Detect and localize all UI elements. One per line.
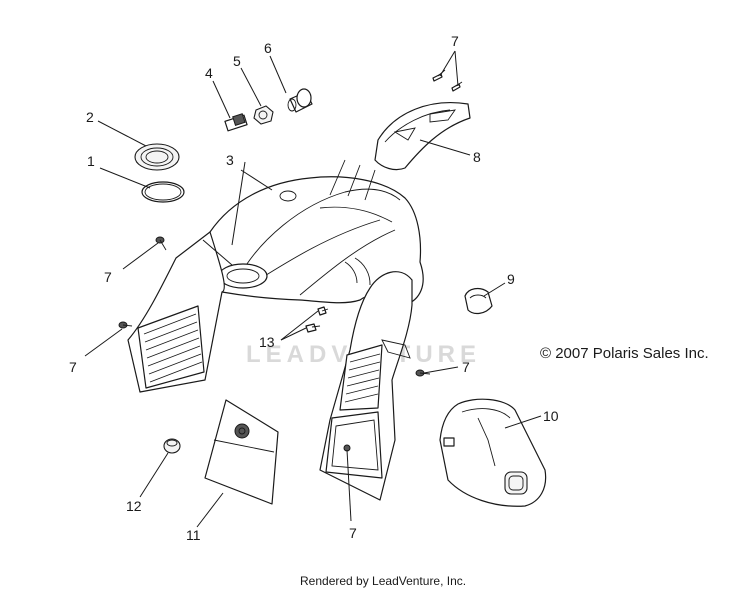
plug-cap xyxy=(287,88,313,113)
callout-4: 4 xyxy=(205,65,213,81)
footer-credit: Rendered by LeadVenture, Inc. xyxy=(300,574,466,588)
callout-7-bottom: 7 xyxy=(349,525,357,541)
right-side-panel xyxy=(319,271,413,501)
callout-7-top: 7 xyxy=(451,33,459,49)
callout-1: 1 xyxy=(87,153,95,169)
handlebar-cover xyxy=(374,102,471,171)
callout-12: 12 xyxy=(126,498,142,514)
callout-13: 13 xyxy=(259,334,275,350)
storage-compartment xyxy=(439,398,547,507)
callout-6: 6 xyxy=(264,40,272,56)
callout-7-right: 7 xyxy=(462,359,470,375)
callout-5: 5 xyxy=(233,53,241,69)
grommet xyxy=(163,438,181,454)
gauge-bezel xyxy=(134,143,180,171)
key-tag xyxy=(224,113,248,132)
switch-nut xyxy=(253,105,274,125)
left-side-panel xyxy=(127,231,225,393)
callout-3: 3 xyxy=(226,152,234,168)
lens-panel xyxy=(204,399,279,505)
callout-8: 8 xyxy=(473,149,481,165)
hood-panel xyxy=(202,159,424,306)
callout-7-left-upper: 7 xyxy=(104,269,112,285)
callout-2: 2 xyxy=(86,109,94,125)
small-bracket xyxy=(464,287,493,315)
copyright-notice: © 2007 Polaris Sales Inc. xyxy=(540,345,709,362)
callout-9: 9 xyxy=(507,271,515,287)
o-ring xyxy=(141,181,185,203)
callout-7-left-lower: 7 xyxy=(69,359,77,375)
leader-lines xyxy=(84,50,542,528)
push-rivets xyxy=(305,306,329,333)
callout-11: 11 xyxy=(186,527,201,543)
callout-10: 10 xyxy=(543,408,559,424)
